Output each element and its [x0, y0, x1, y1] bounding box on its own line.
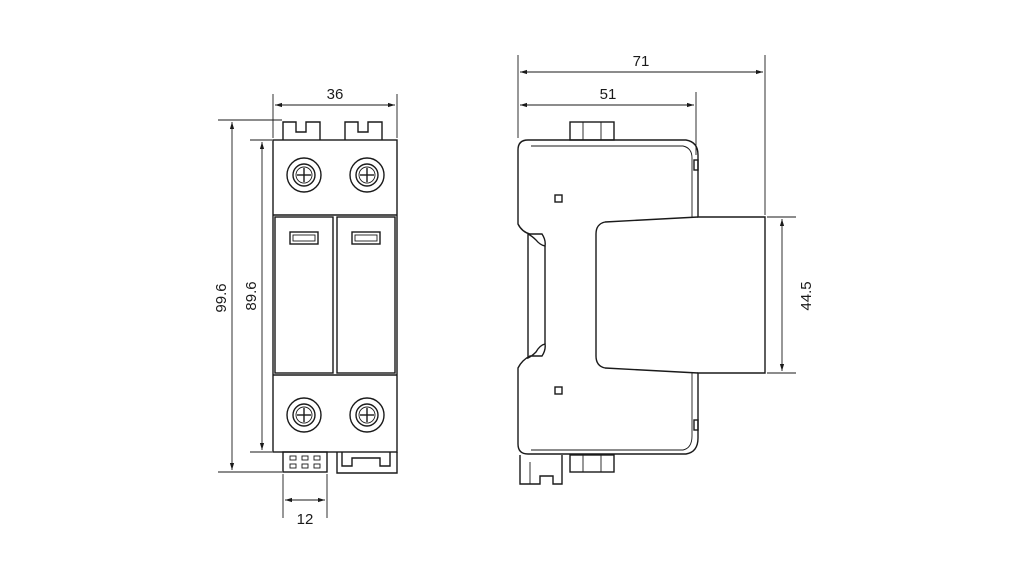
indicator-window-left — [289, 231, 319, 245]
dimension-front-height-44-5: 44.5 — [767, 216, 815, 374]
label-front-height: 44.5 — [798, 281, 815, 310]
label-total-height: 99.6 — [213, 283, 230, 312]
label-width: 36 — [327, 86, 344, 103]
module-left — [274, 216, 334, 374]
marker-upper — [554, 194, 563, 203]
indicator-window-right — [351, 231, 381, 245]
label-terminal-pitch: 12 — [297, 511, 314, 528]
front-face — [595, 221, 606, 369]
module-right — [336, 216, 396, 374]
dimension-depth-71: 71 — [517, 53, 766, 215]
din-clip — [519, 455, 563, 485]
top-stub — [569, 121, 615, 141]
dimension-height-89-6: 89.6 — [243, 139, 272, 453]
screw-top-right — [349, 157, 385, 193]
dimension-rail-depth-51: 51 — [520, 86, 697, 155]
screw-bottom-left — [286, 397, 322, 433]
dimension-height-99-6: 99.6 — [213, 119, 282, 473]
dimension-pitch-12: 12 — [282, 474, 328, 528]
top-terminals — [282, 121, 383, 140]
label-depth: 71 — [633, 53, 650, 70]
side-body-outline — [517, 139, 766, 455]
label-rail-depth: 51 — [600, 86, 617, 103]
dimension-width-36: 36 — [272, 86, 398, 138]
side-view: 71 51 44.5 — [517, 53, 815, 485]
screw-bottom-right — [349, 397, 385, 433]
bottom-stub — [569, 454, 615, 473]
front-body-outline — [272, 139, 398, 453]
label-body-height: 89.6 — [243, 281, 260, 310]
front-view: 36 99.6 89.6 12 — [213, 86, 398, 528]
screw-top-left — [286, 157, 322, 193]
marker-lower — [554, 386, 563, 395]
bottom-terminals — [282, 451, 398, 474]
